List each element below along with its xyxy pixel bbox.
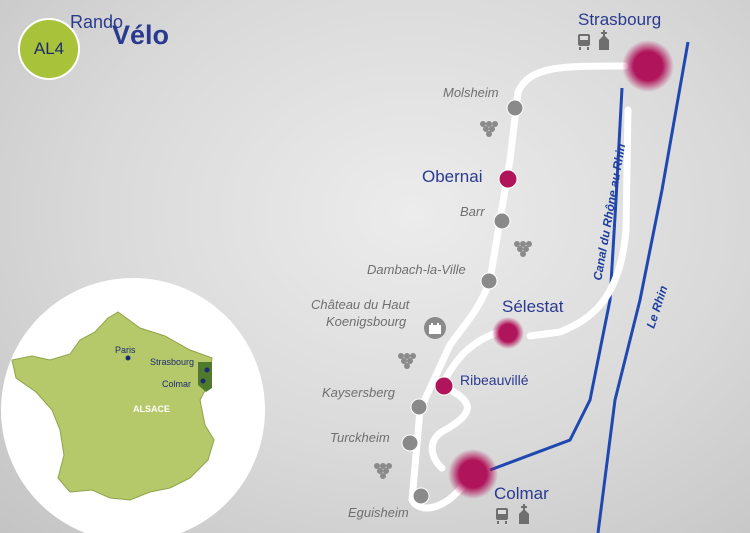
dot-selestat (492, 317, 524, 349)
strasbourg-dot (204, 367, 210, 373)
brand-velo: Vélo (112, 20, 170, 50)
inset-label-paris: Paris (115, 345, 136, 355)
label-ribeauville: Ribeauvillé (460, 372, 529, 388)
train-icon (578, 34, 590, 50)
label-kaysersberg: Kaysersberg (322, 385, 395, 400)
stop-molsheim (506, 99, 524, 117)
inset-label-alsace: ALSACE (133, 404, 171, 414)
stop-dambach (480, 272, 498, 290)
route-stops (401, 99, 524, 505)
label-molsheim: Molsheim (443, 85, 499, 100)
church-icon (519, 504, 529, 524)
cycle-route (408, 62, 632, 512)
route-badge: AL4 (18, 18, 80, 80)
label-obernai: Obernai (422, 167, 483, 186)
label-chateau-1: Château du Haut (311, 297, 410, 312)
train-icon (496, 508, 508, 524)
dot-obernai (498, 169, 518, 189)
inset-label-colmar: Colmar (162, 379, 192, 389)
label-strasbourg: Strasbourg (578, 10, 662, 29)
label-eguisheim: Eguisheim (348, 505, 409, 520)
grapes-icon (514, 241, 532, 257)
label-turckheim: Turckheim (330, 430, 390, 445)
stop-turckheim (401, 434, 419, 452)
dot-strasbourg (622, 40, 674, 92)
colmar-dot (200, 378, 206, 384)
label-chateau-2: Koenigsbourg (326, 314, 407, 329)
dot-ribeauville (434, 376, 454, 396)
inset-label-strasbourg: Strasbourg (150, 357, 195, 367)
stop-eguisheim (412, 487, 430, 505)
label-barr: Barr (460, 204, 485, 219)
dot-colmar (448, 449, 498, 499)
stop-kaysersberg (410, 398, 428, 416)
grapes-icon (374, 463, 392, 479)
grapes-icon (480, 121, 498, 137)
label-colmar: Colmar (494, 484, 549, 503)
label-dambach: Dambach-la-Ville (367, 262, 466, 277)
label-selestat: Sélestat (502, 297, 564, 316)
rhin-river (596, 41, 690, 533)
grapes-icon (398, 353, 416, 369)
brand-rando: Rando (70, 12, 124, 32)
church-icon (599, 30, 609, 50)
castle-icon (424, 317, 446, 339)
stop-barr (493, 212, 511, 230)
canal-river (489, 87, 624, 472)
paris-dot (125, 355, 131, 361)
